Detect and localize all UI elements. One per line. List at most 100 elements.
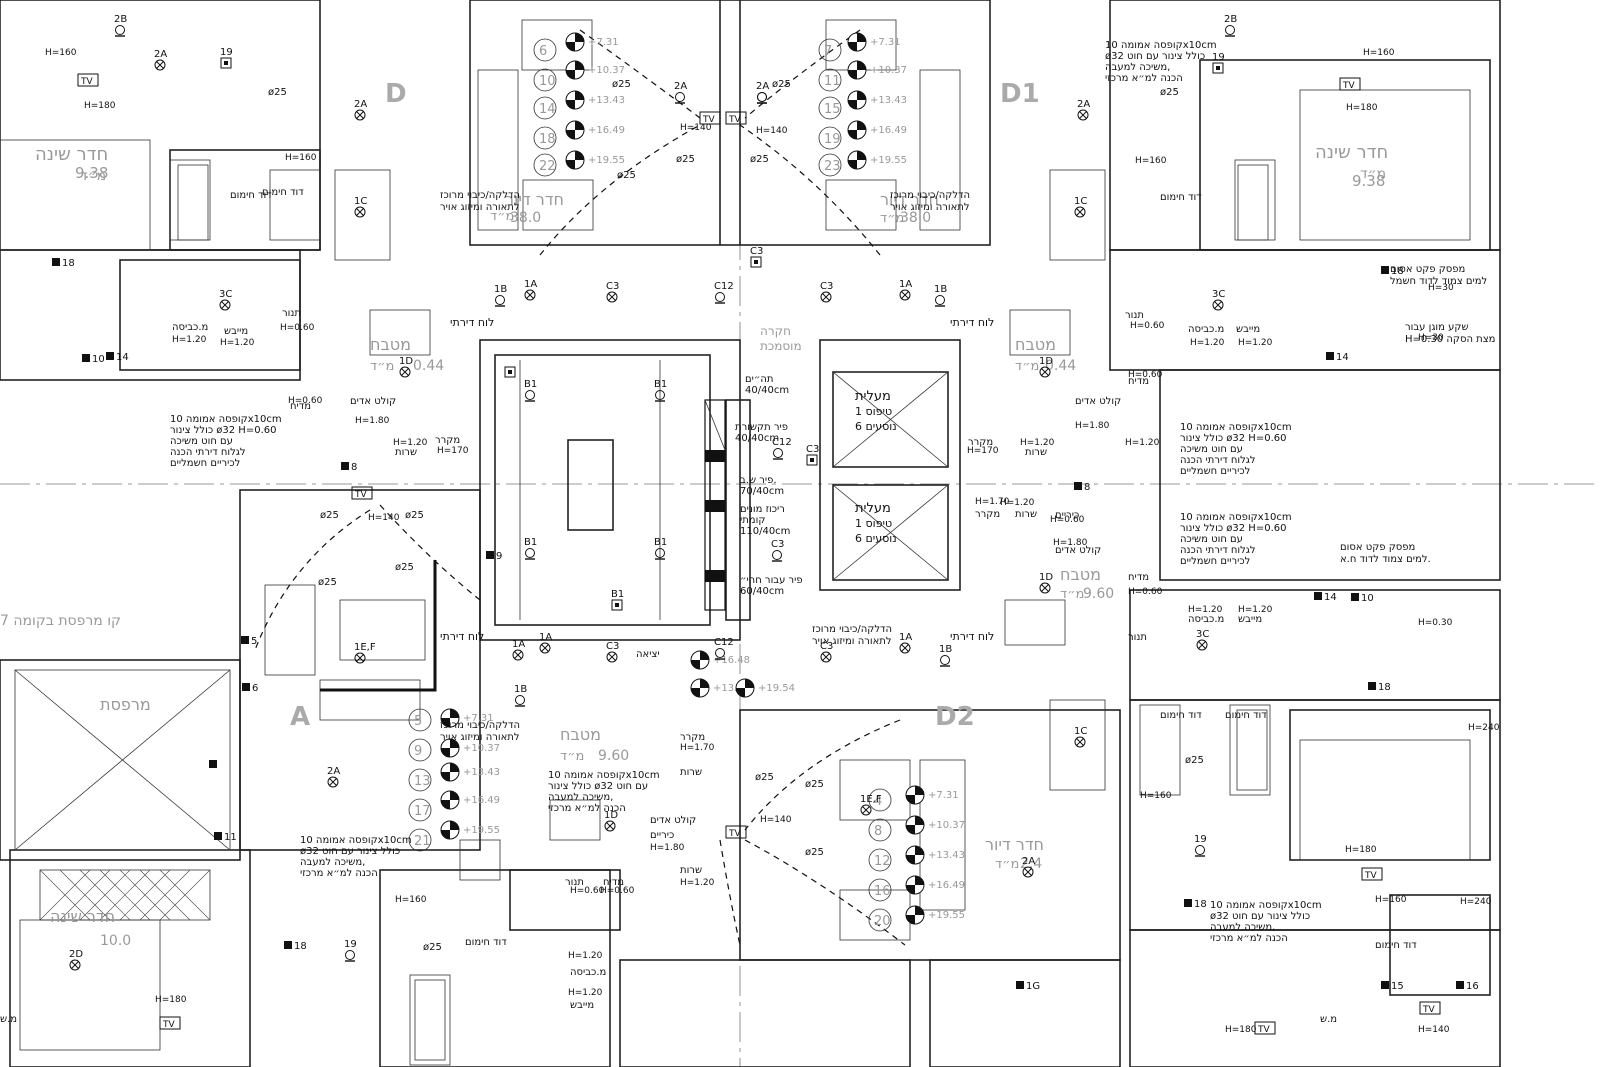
fixture-code: C3 [820, 641, 833, 652]
fixture-code: 19 [1194, 834, 1207, 845]
outlet-point-icon: 1G [1016, 981, 1040, 992]
fixture-code: 10 [1361, 593, 1374, 604]
fixture-code: 1D [1039, 356, 1053, 367]
outlet-point-icon: 10 [82, 354, 105, 365]
room-bed-a-area: 10.0 [100, 933, 131, 949]
fixture-code: 19 [220, 47, 233, 58]
svg-text:TV: TV [702, 115, 715, 125]
junction-box-icon [504, 366, 516, 378]
height-label: H=0.60 [570, 886, 605, 896]
room-kitchen-a-label: מטבח [560, 725, 601, 744]
fixture-code: 3C [1196, 629, 1209, 640]
note-comm-shaft: פיר תקשורת 40/40cm [735, 422, 788, 444]
elevation-marker-icon: +13.43 [847, 90, 907, 110]
fixture-label: מ.כביסה [172, 322, 208, 333]
svg-text:קופסה אמומה 10x10cm: קופסה אמומה 10x10cm [300, 835, 412, 846]
fixture-code: 8 [1084, 482, 1090, 493]
socket-icon: C3 [771, 539, 784, 562]
fixture-label: קולט אדים [350, 396, 396, 407]
svg-text:TV: TV [728, 115, 741, 125]
elevation-marker-icon: +13.43 [440, 762, 500, 782]
elevation-label: +13.43 [928, 850, 965, 861]
height-label: H=0.60 [1050, 515, 1085, 525]
elevation-marker-icon: +19.55 [440, 820, 500, 840]
ceiling-light-icon: 1A [512, 639, 525, 661]
tv-outlet-icon: TV [1254, 1021, 1276, 1035]
height-label: H=1.20 [568, 951, 603, 961]
svg-text:הדלקה/כיבוי מרוכז: הדלקה/כיבוי מרוכז [440, 190, 520, 201]
elevation-label: +16.49 [928, 880, 965, 891]
stair-step-number: 7 [824, 44, 832, 59]
fixture-code: B1 [611, 589, 624, 600]
outlet-point-icon: 15 [1381, 981, 1404, 992]
elevation-label: +10.37 [870, 65, 907, 76]
svg-text:40/40cm: 40/40cm [735, 433, 779, 444]
height-label: H=170 [437, 446, 469, 456]
elevation-marker-icon: +16.49 [847, 120, 907, 140]
svg-text:לגלוח דירתי הכנה: לגלוח דירתי הכנה [170, 447, 246, 458]
height-label: H=160 [1363, 48, 1395, 58]
height-label: H=1.20 [1188, 605, 1223, 615]
elevation-marker-icon: +10.37 [847, 60, 907, 80]
svg-text:לגלוח דירתי הכנה: לגלוח דירתי הכנה [1180, 545, 1256, 556]
fixture-code: 16 [1466, 981, 1479, 992]
fixture-label: מדיח [290, 401, 311, 412]
stair-step-number: 8 [874, 824, 882, 839]
junction-box-icon: B1 [611, 589, 624, 611]
socket-icon: 1B [494, 284, 507, 307]
room-labels: D D1 D2 A חדר שינה מ״ד 9.38 חדר שינה מ״ד… [35, 79, 1388, 949]
furniture [0, 19, 1471, 1061]
unit-label-d: D [385, 79, 407, 109]
panel-labels: לוח דירתי לוח דירתי לוח דירתי לוח דירתי … [440, 316, 994, 660]
height-label: H=140 [756, 126, 788, 136]
socket-icon: 2A [674, 81, 687, 104]
svg-text:כולל צינור ø32 עם חוט: כולל צינור ø32 עם חוט [548, 781, 648, 792]
fixture-code: 1B [939, 644, 952, 655]
note-box-2: קופסה אמומה 10x10cm ø32 כולל צינור עם חו… [300, 835, 412, 879]
height-label: H=0.30 [1418, 618, 1453, 628]
elevation-label: +10.37 [928, 820, 965, 831]
elevation-marker-icon: +10.37 [440, 738, 500, 758]
tv-outlet-icon: TV [725, 825, 747, 839]
svg-text:קומתי: קומתי [740, 515, 765, 526]
fixture-code: 1C [354, 196, 367, 207]
elevation-marker-icon: +16.49 [440, 790, 500, 810]
svg-text:הכנה למ״א מרכזי: הכנה למ״א מרכזי [548, 803, 626, 814]
stair-step-number: 14 [539, 102, 556, 117]
outlet-point-icon: 18 [1368, 682, 1391, 693]
ceiling-light-icon: 3C [219, 289, 232, 311]
conduit-diameter: ø25 [395, 562, 414, 573]
svg-text:הכנה למ״א מרכזי: הכנה למ״א מרכזי [1210, 933, 1288, 944]
room-bed-d1-sub: מ״ד [1360, 166, 1386, 182]
fixture-code: 3C [1212, 289, 1225, 300]
fixture-code: 2B [114, 14, 127, 25]
room-living-d-area: 38.0 [510, 210, 541, 226]
tv-outlet-icon: TV [699, 111, 721, 125]
outlet-point-icon: 18 [1381, 266, 1404, 277]
elevation-marker-icon: +10.37 [905, 815, 965, 835]
exit-sign: יציאה [636, 649, 660, 660]
fixture-code: 1D [604, 810, 618, 821]
svg-text:קופסה אמומה 10x10cm: קופסה אמומה 10x10cm [548, 770, 660, 781]
fixture-label: מקרר [968, 437, 993, 448]
svg-text:מפסק פקט אסום: מפסק פקט אסום [1340, 542, 1415, 553]
room-living-d2-sub: מ״ד [995, 857, 1019, 872]
svg-text:TV: TV [354, 490, 367, 500]
height-label: H=180 [1346, 103, 1378, 113]
svg-text:הכנה למ״א מרכזי: הכנה למ״א מרכזי [300, 868, 378, 879]
height-label: H=1.80 [1075, 421, 1110, 431]
svg-text:עם חוט משיכה: עם חוט משיכה [1180, 444, 1243, 455]
fixture-label: מייבש [1238, 614, 1262, 625]
height-label: H=180 [1225, 1025, 1257, 1035]
fixture-label: תנור [282, 308, 301, 319]
socket-icon: C12 [772, 437, 792, 460]
elevation-label: +19.55 [463, 825, 500, 836]
socket-icon: C12 [714, 637, 734, 660]
unit-label-d2: D2 [935, 702, 975, 732]
height-label: H=160 [45, 48, 77, 58]
fixture-label: מ.כביסה [1188, 614, 1224, 625]
fixture-label: מדיח [1128, 376, 1149, 387]
height-label: H=140 [760, 815, 792, 825]
height-label: H=160 [1375, 895, 1407, 905]
fixture-code: 1B [934, 284, 947, 295]
